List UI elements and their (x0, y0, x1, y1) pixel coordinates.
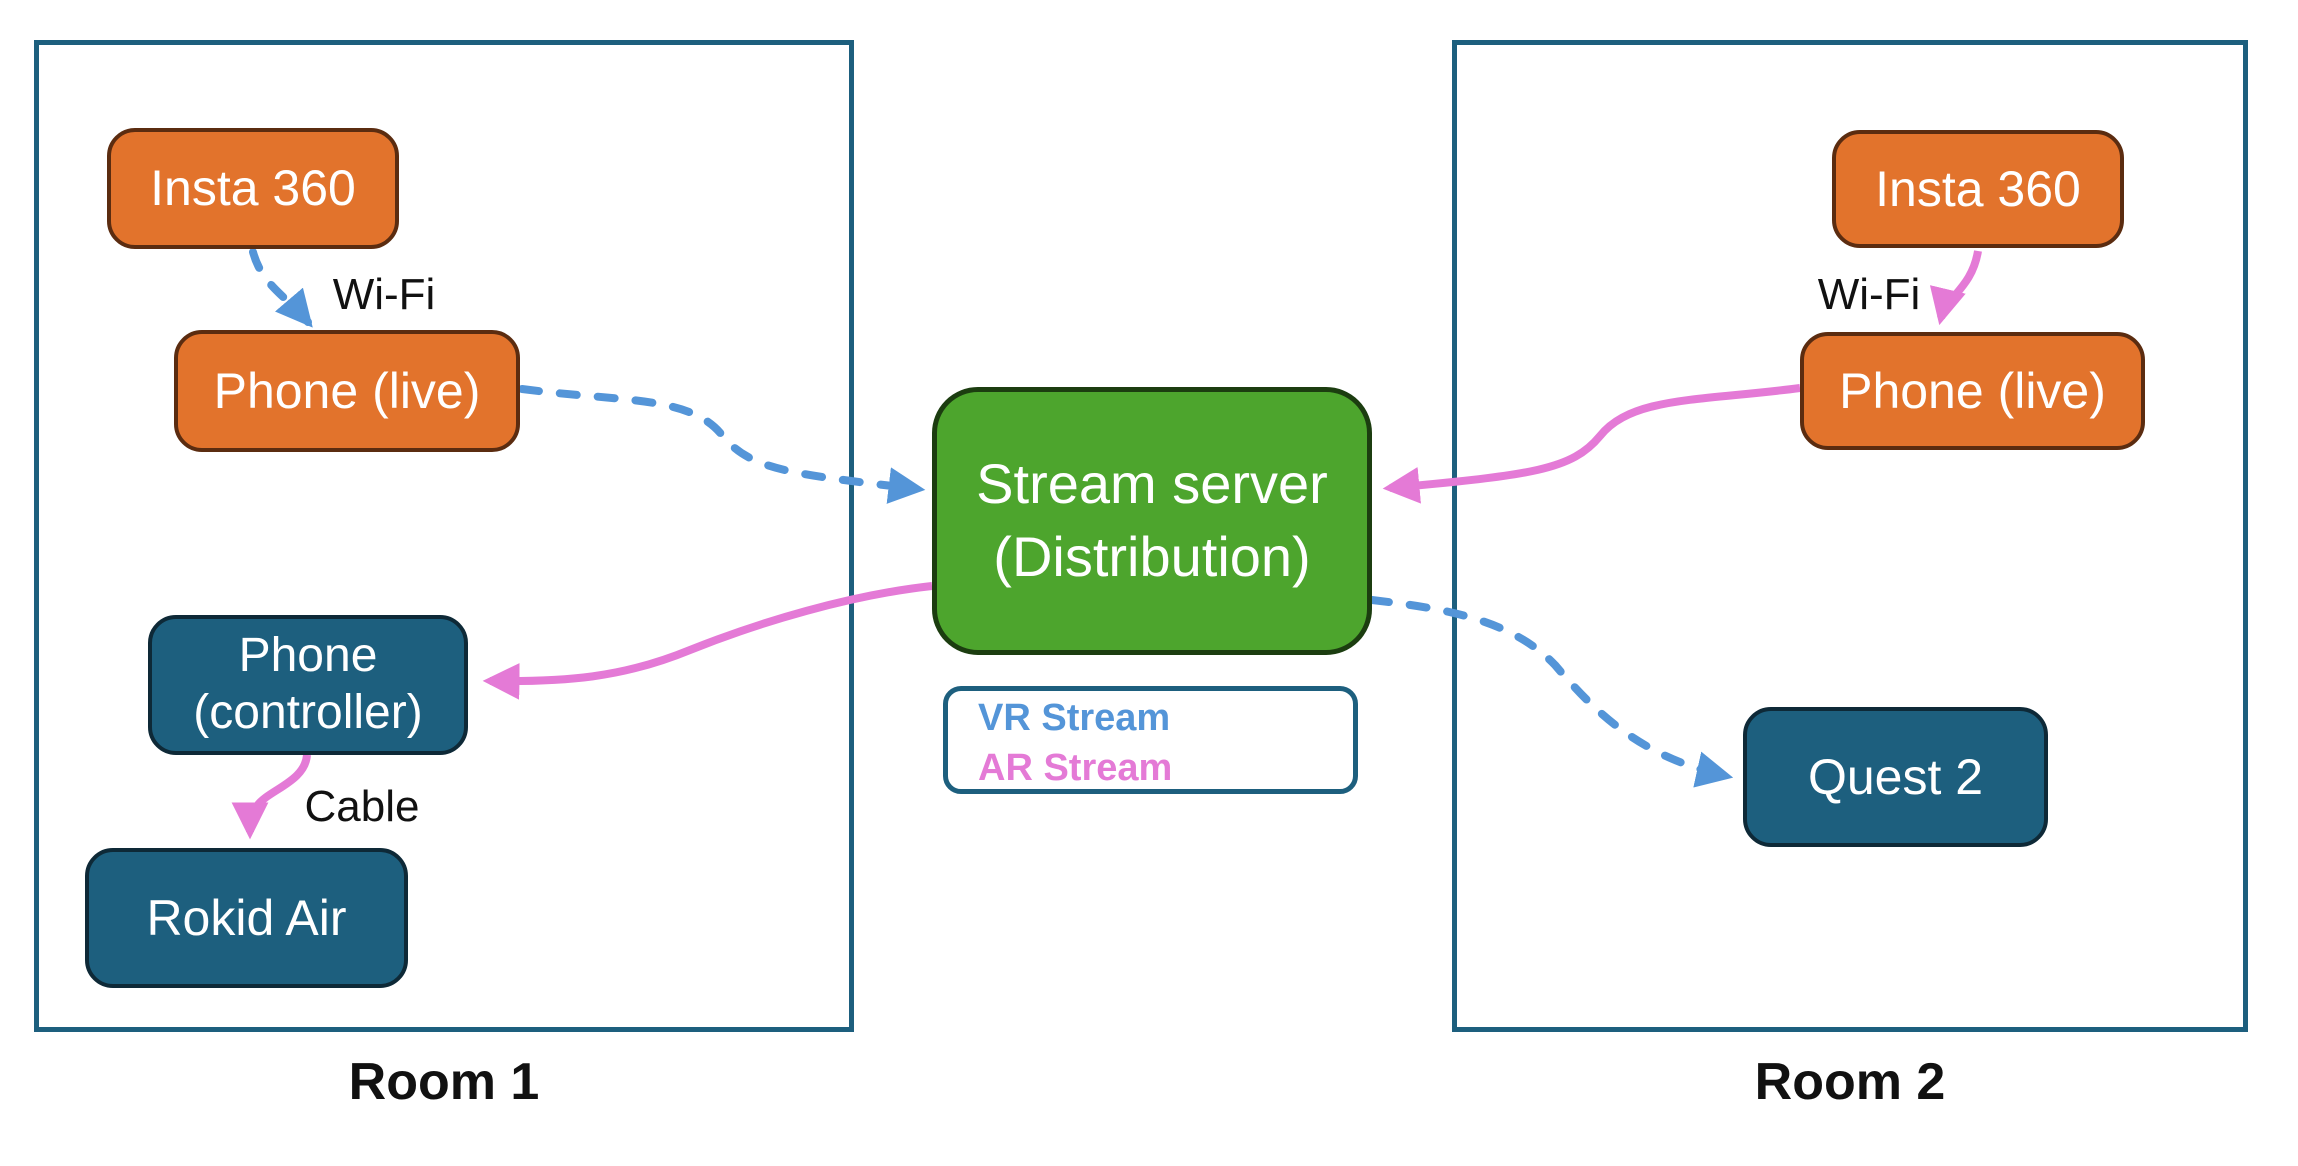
node-stream-server: Stream server (Distribution) (932, 387, 1372, 655)
room1-box (34, 40, 854, 1032)
edge-label-cable-room1: Cable (304, 782, 420, 831)
node-phone-live-room2: Phone (live) (1800, 332, 2145, 450)
node-label: Insta 360 (150, 160, 356, 216)
node-rokid-air-room1: Rokid Air (85, 848, 408, 988)
node-label: Insta 360 (1875, 160, 2081, 217)
node-insta360-room2: Insta 360 (1832, 130, 2124, 248)
node-label-line2: (Distribution) (993, 525, 1311, 588)
node-insta360-room1: Insta 360 (107, 128, 399, 249)
legend-ar-stream-label: AR Stream (978, 747, 1173, 789)
node-label-line1: Stream server (976, 452, 1328, 516)
node-quest2-room2: Quest 2 (1743, 707, 2048, 847)
node-label: Quest 2 (1807, 748, 1984, 805)
room2-label: Room 2 (1754, 1053, 1946, 1111)
node-label-line2: (controller) (193, 686, 423, 739)
node-phone-controller-room1: Phone (controller) (148, 615, 468, 755)
room1-label: Room 1 (348, 1053, 540, 1111)
room2-box (1452, 40, 2248, 1032)
legend-box (943, 686, 1358, 794)
node-label: Rokid Air (146, 889, 347, 946)
edge-label-wifi-room1: Wi-Fi (332, 270, 436, 319)
node-label: Phone (live) (213, 362, 481, 419)
node-label: Phone (live) (1839, 362, 2106, 419)
legend-vr-stream-label: VR Stream (978, 697, 1171, 739)
node-phone-live-room1: Phone (live) (174, 330, 520, 452)
edge-label-wifi-room2: Wi-Fi (1817, 270, 1921, 319)
node-label-line1: Phone (238, 629, 378, 683)
